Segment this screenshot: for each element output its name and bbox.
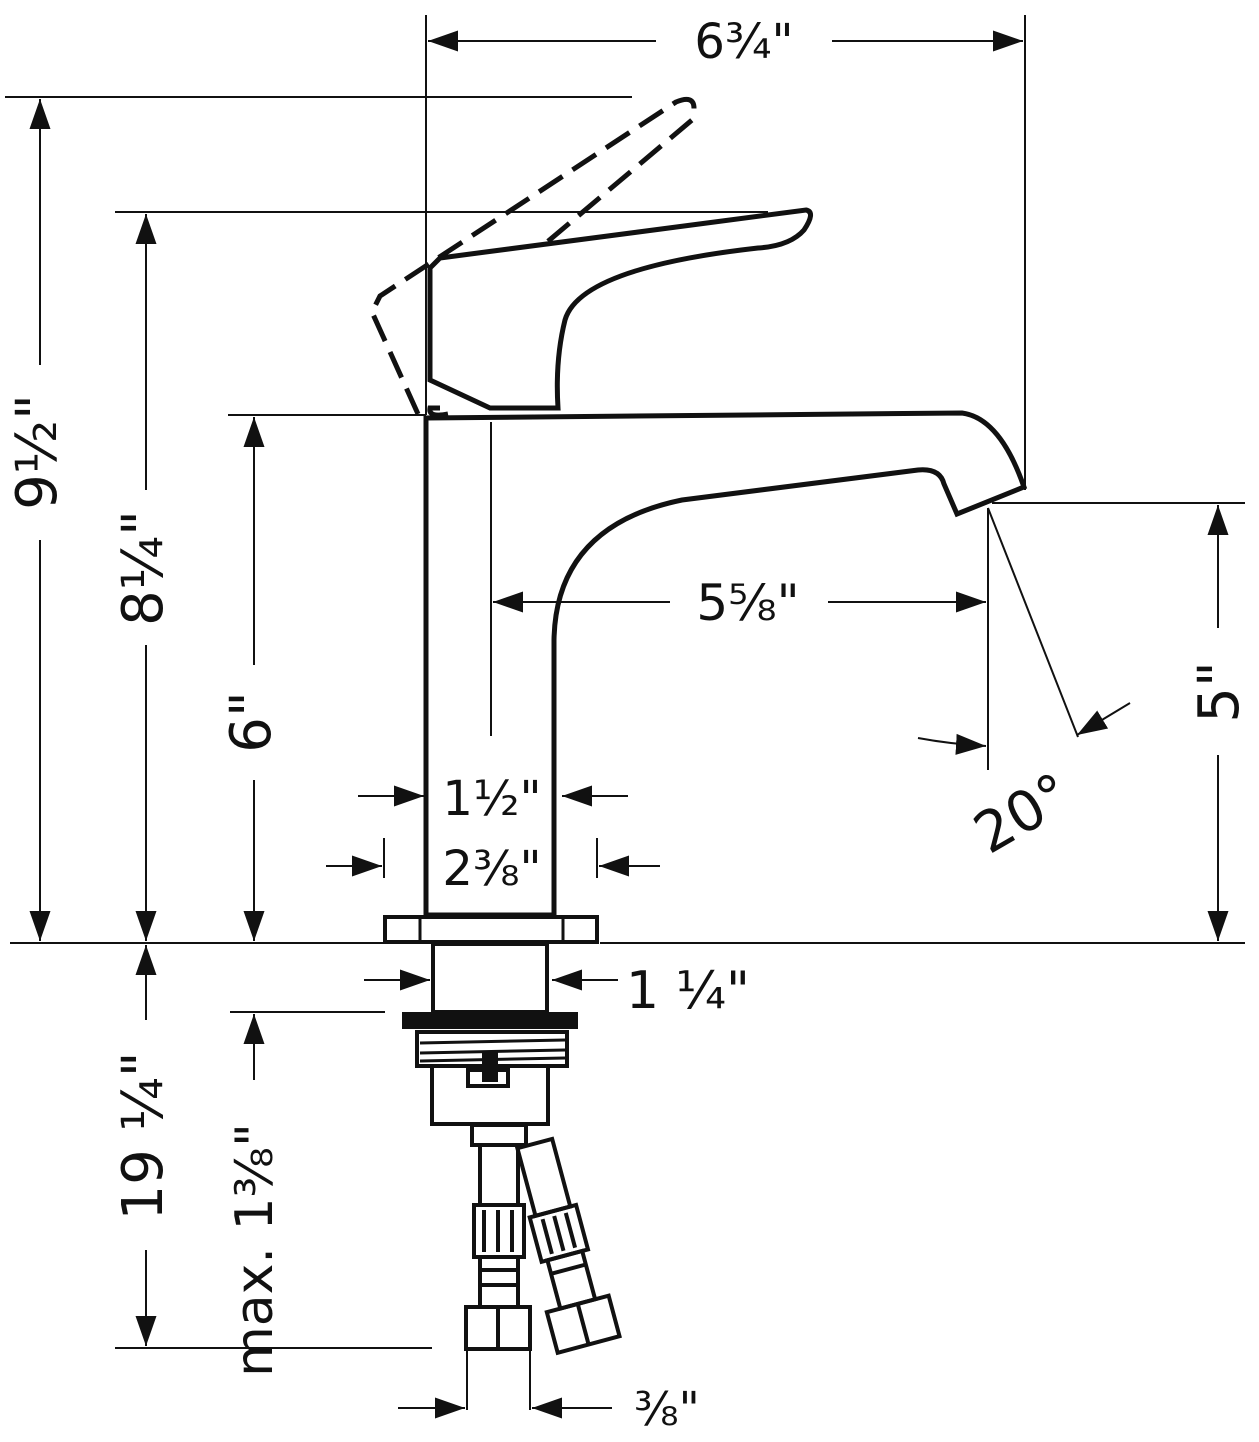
shank xyxy=(431,942,549,1014)
dim-arrow-angle-left xyxy=(917,733,987,755)
dimension-arrows xyxy=(29,30,1229,1419)
extension-lines xyxy=(5,15,1245,1410)
dimension-labels: 6¾" 9½" 8¼" 6" 5⅝" 5" 20° 1½" 2⅜" 1 ¼" 1… xyxy=(5,14,1252,1436)
supply-hose-right xyxy=(514,1136,622,1356)
supply-hose-left xyxy=(464,1123,532,1351)
label-spread-top: 6¾" xyxy=(694,14,793,70)
spout-body xyxy=(423,410,1028,918)
label-spout-reach: 5⅝" xyxy=(696,574,799,632)
dim-arrow-angle-right xyxy=(1076,702,1131,736)
label-handle-height: 8¼" xyxy=(111,510,176,626)
label-overall-height: 9½" xyxy=(5,394,70,510)
mounting-nut xyxy=(402,1012,578,1029)
cartridge-cap xyxy=(427,405,449,418)
label-supply-length: 19 ¼" xyxy=(111,1051,176,1220)
label-spray-angle: 20° xyxy=(964,761,1082,867)
label-body-width: 1½" xyxy=(442,771,541,827)
label-max-deck: max. 1⅜" xyxy=(225,1123,285,1377)
handle-closed xyxy=(427,207,813,411)
label-base-width: 2⅜" xyxy=(442,841,541,897)
base-plate xyxy=(383,915,599,944)
label-spout-clearance: 5" xyxy=(1187,661,1252,722)
label-connector-size: ⅜" xyxy=(634,1382,700,1436)
faucet xyxy=(369,96,1028,1356)
label-shank-diameter: 1 ¼" xyxy=(626,961,750,1021)
handle-open-dashed xyxy=(369,96,697,416)
label-body-height: 6" xyxy=(219,691,284,752)
